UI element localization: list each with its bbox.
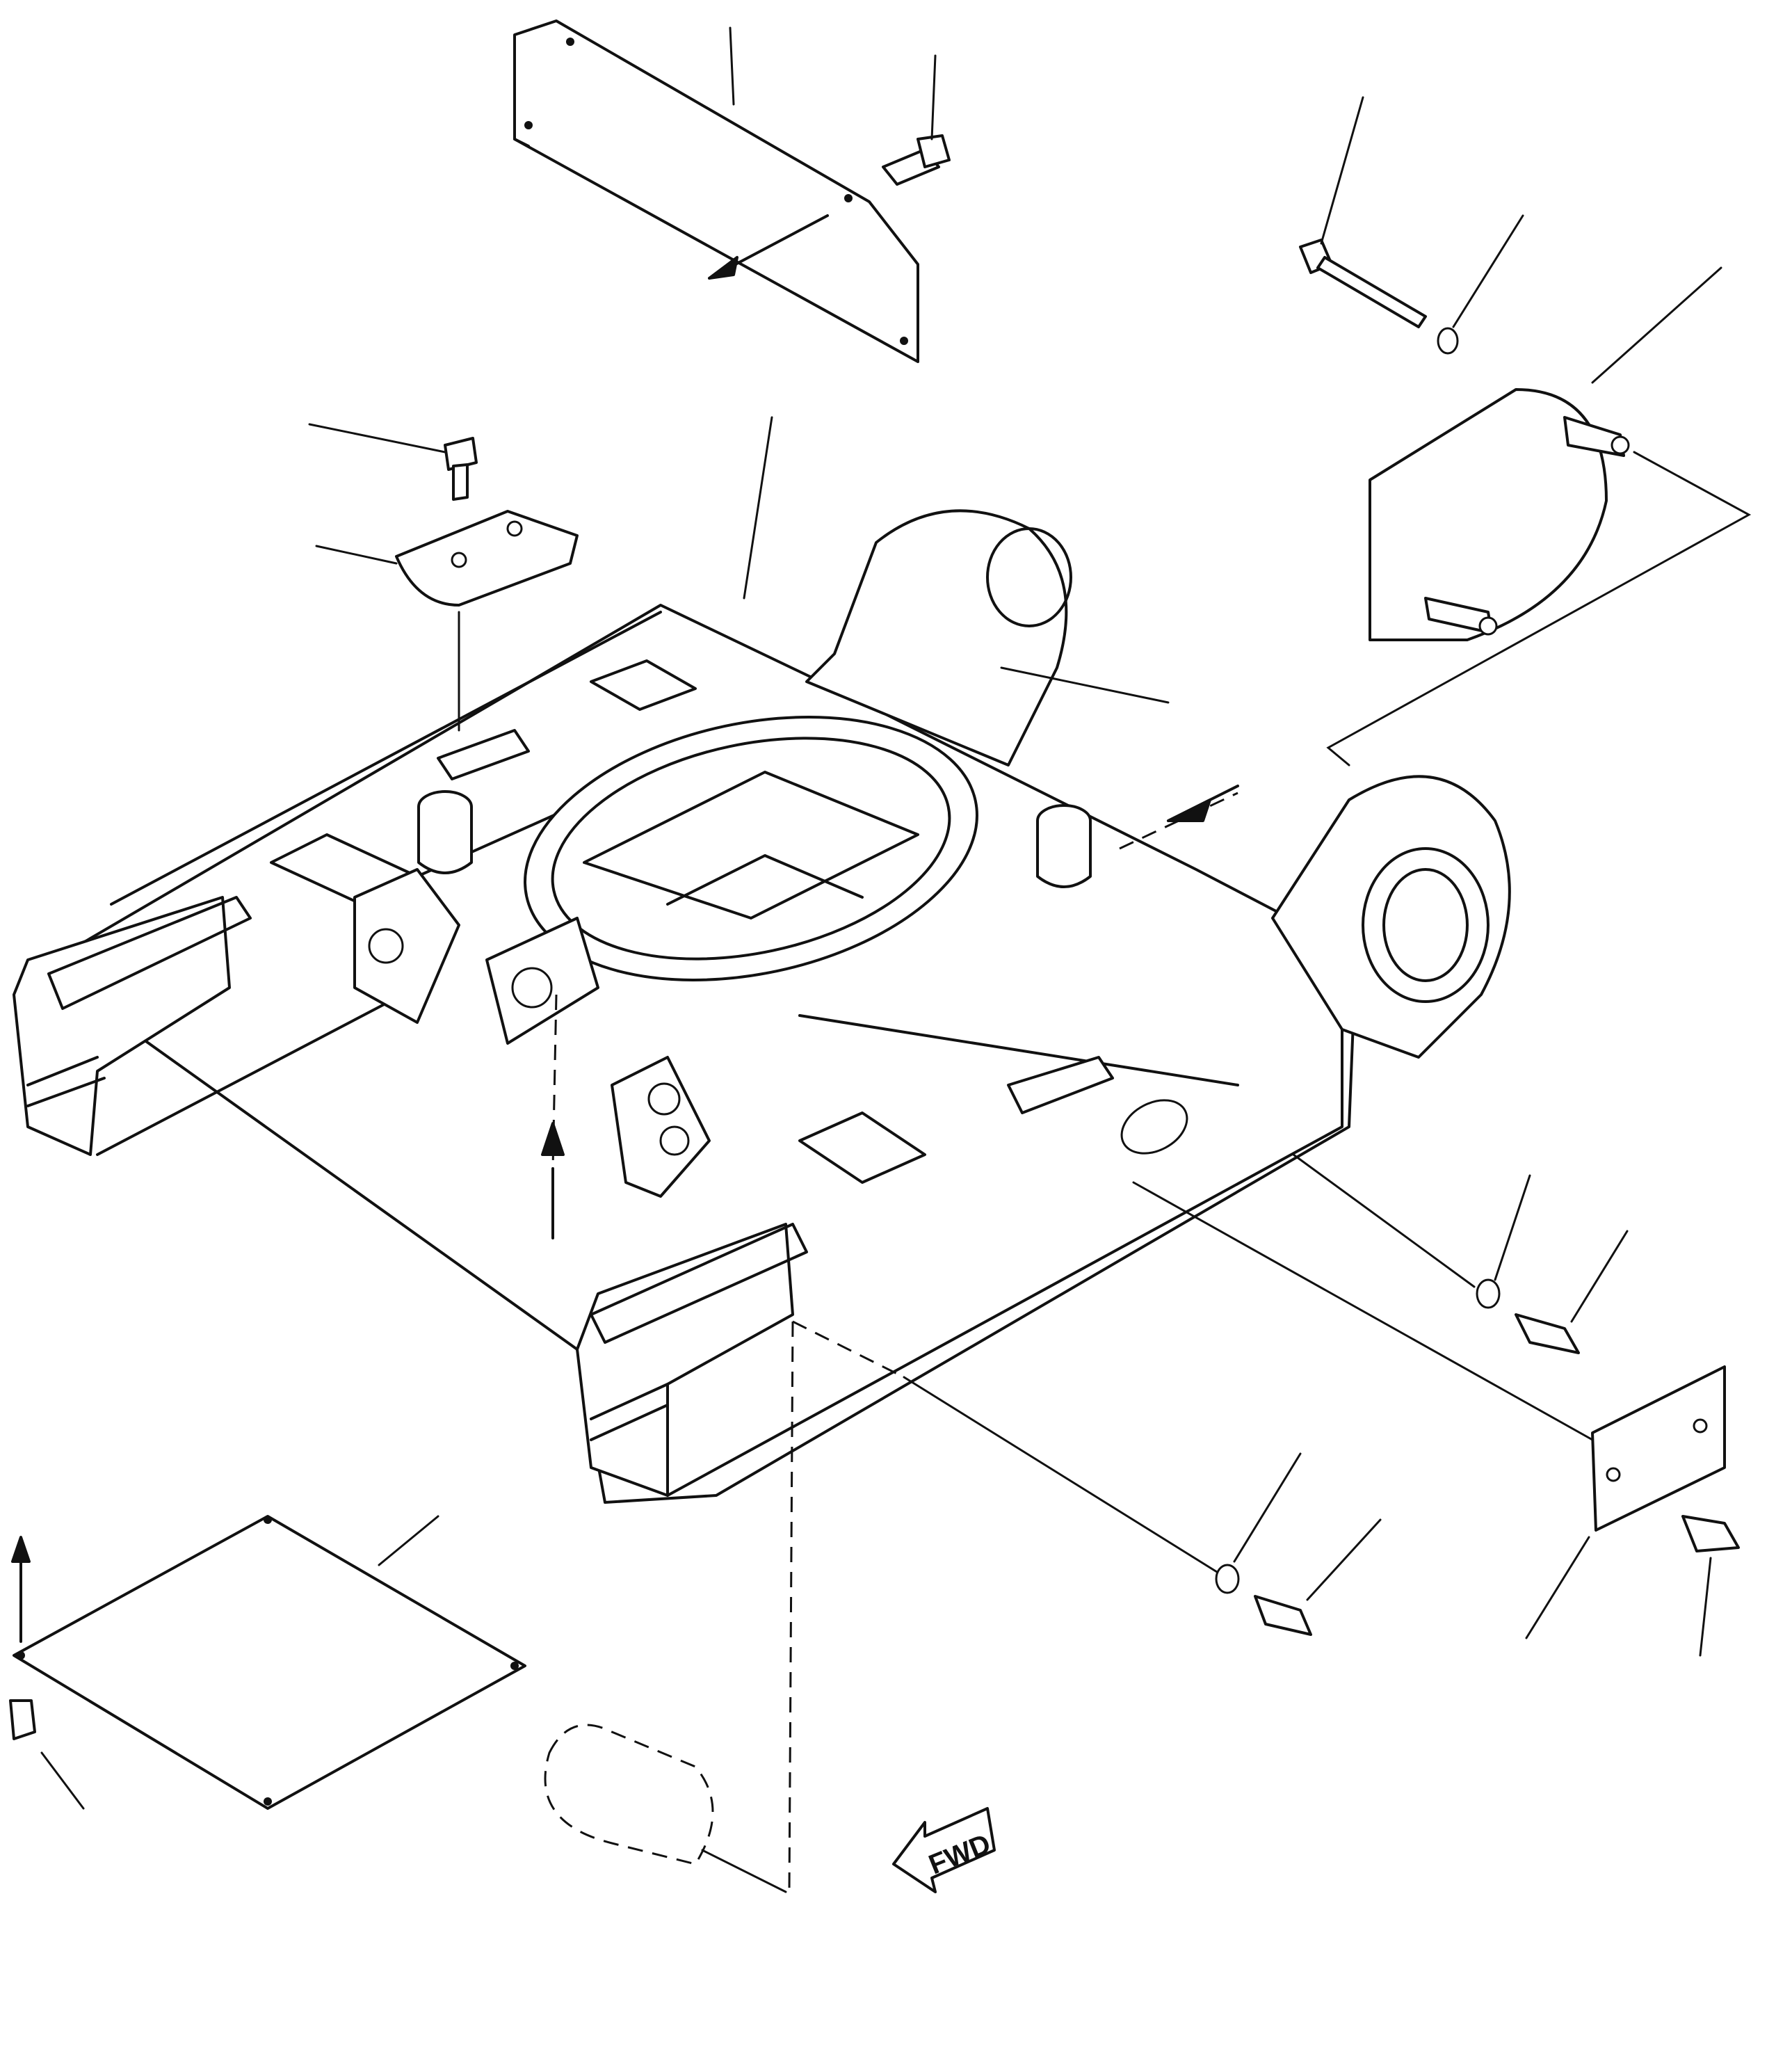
bolt-washer-right-low	[903, 1376, 1382, 1636]
idler-guard-plate	[1326, 266, 1752, 766]
center-lugs	[353, 868, 711, 1198]
under-cover-plate	[9, 1515, 526, 1810]
deck-slot-plate	[437, 729, 530, 780]
deck-tab-upper	[590, 659, 697, 711]
long-bolt-top-right	[1299, 96, 1524, 355]
bolt-washer-right-mid	[1292, 1153, 1629, 1354]
frame-access-oval	[1120, 1099, 1188, 1155]
small-cover-plate	[1132, 1181, 1740, 1657]
clamp-plate-left	[315, 510, 579, 732]
idler-housing-front	[1271, 775, 1511, 1059]
swing-bearing-mount	[524, 716, 978, 981]
frame-bosses	[417, 790, 1092, 888]
frame-slot-plate	[1007, 1056, 1114, 1114]
track-roller	[544, 1724, 787, 1893]
bolt-left-upper	[308, 423, 478, 501]
fwd-arrow-icon: FWD	[892, 1807, 996, 1893]
idler-housing-rear	[805, 509, 1170, 766]
guide-lines	[541, 416, 1239, 1893]
flange-bolt-top	[882, 54, 951, 186]
frame-right-rail	[576, 1223, 794, 1497]
deck-tab-front	[798, 1111, 926, 1184]
upper-cover-plate	[513, 19, 919, 363]
